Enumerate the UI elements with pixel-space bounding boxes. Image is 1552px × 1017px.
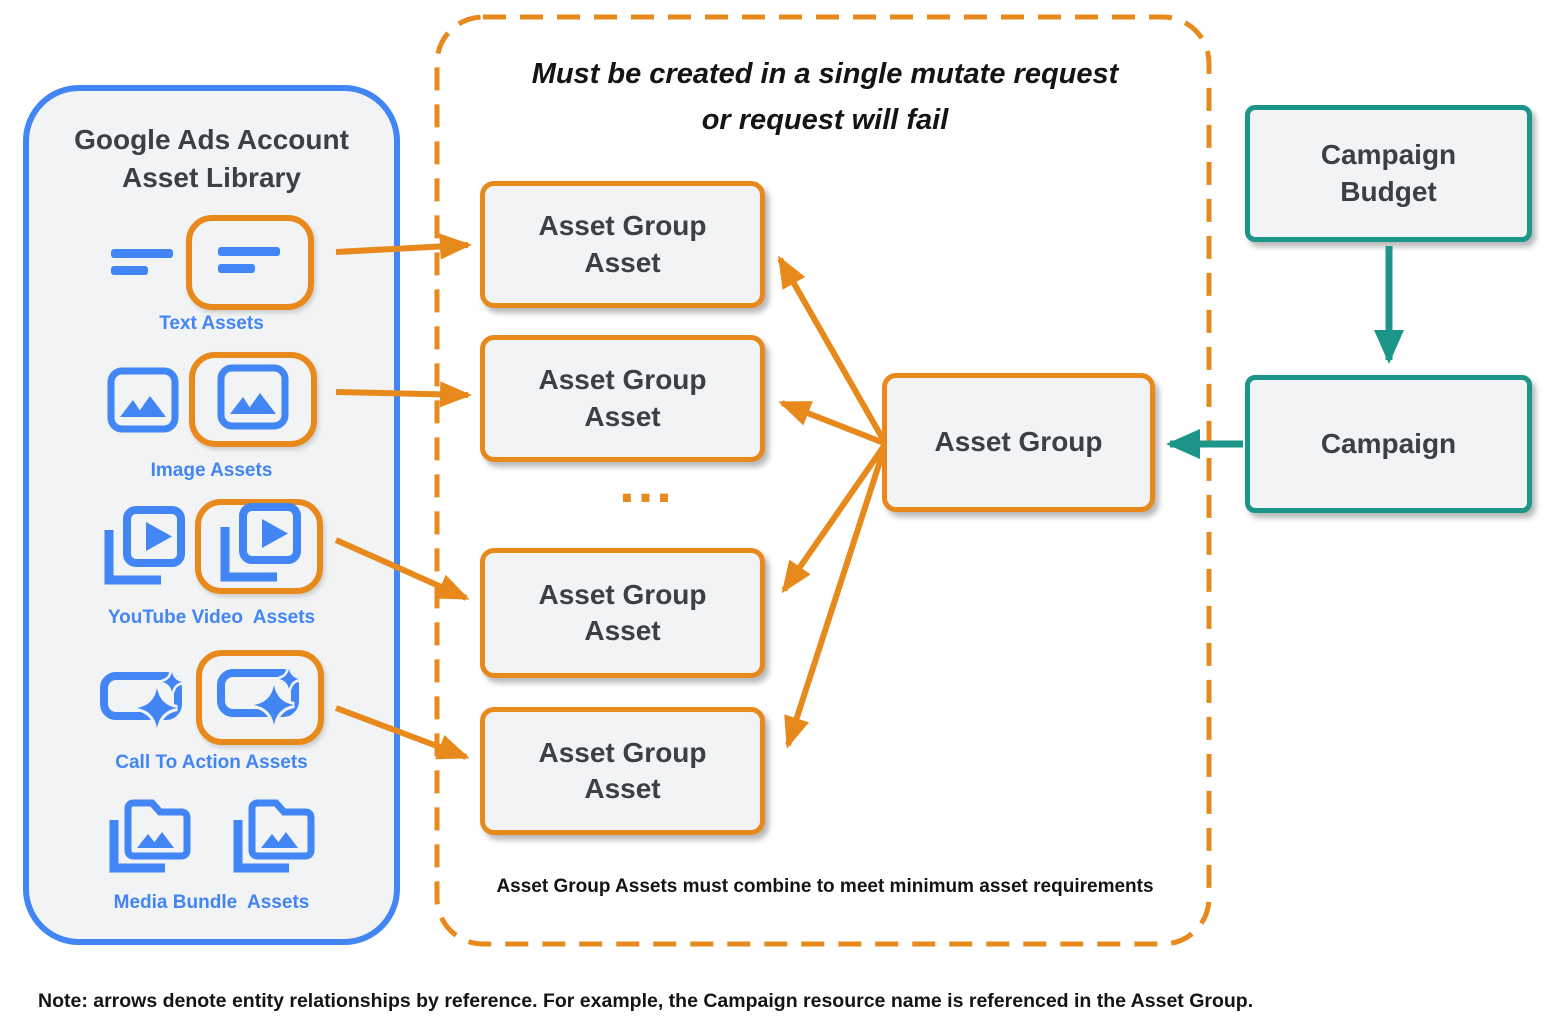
asset-group-asset-label: Asset Group [538,736,707,768]
image-assets-highlight-box [188,352,317,447]
mutate-request-title: Must be created in a single mutate reque… [445,52,1205,144]
campaign-box: Campaign [1245,375,1532,513]
reference-note: Note: arrows denote entity relationships… [38,990,1254,1012]
cta-assets-label: Call To Action Assets [115,752,308,773]
asset-group-asset-label: Asset Group [538,210,707,242]
more-assets-ellipsis: ... [619,451,675,514]
arrow-assetgroup-box2 [778,400,886,446]
youtube-assets-label: YouTube Video Assets [107,607,316,628]
image-icon [217,364,289,435]
asset-group-asset-box-1: Asset Group Asset [480,181,765,308]
media-bundle-icon [231,798,317,874]
arrow-assetgroup-box3 [781,444,887,594]
asset-group-asset-label: Asset Group [538,364,707,396]
text-assets-label: Text Assets [159,313,264,334]
campaign-budget-label: Budget [1340,175,1437,207]
asset-group-label: Asset Group [934,426,1103,458]
text-lines-icon [217,246,283,279]
mutate-request-title-line2: or request will fail [701,103,949,136]
campaign-label: Campaign [1320,427,1457,459]
asset-group-box: Asset Group [882,373,1155,512]
text-assets-row [29,214,394,310]
campaign-budget-box: Campaign Budget [1245,105,1532,242]
arrow-assetgroup-box1 [777,255,887,443]
mutate-request-title-line1: Must be created in a single mutate reque… [531,58,1119,90]
text-assets-highlight-box [185,214,314,310]
asset-group-asset-label: Asset [584,400,661,432]
asset-group-asset-box-4: Asset Group Asset [480,707,765,835]
call-to-action-icon [99,666,186,730]
asset-group-asset-box-2: Asset Group Asset [480,335,765,462]
asset-group-asset-label: Asset Group [538,578,707,610]
asset-group-asset-label: Asset [584,773,661,804]
asset-group-asset-label: Asset [584,246,661,278]
cta-assets-row [29,649,394,746]
media-bundle-label: Media Bundle Assets [113,892,310,913]
asset-library-panel: Google Ads Account Asset Library Text As… [23,85,400,945]
image-assets-row [29,351,394,448]
text-lines-icon [110,248,176,276]
asset-group-asset-box-3: Asset Group Asset [480,548,765,678]
asset-group-asset-label: Asset [584,615,661,646]
youtube-video-icon [217,503,301,590]
campaign-budget-label: Campaign [1320,139,1457,171]
youtube-video-icon [101,505,185,588]
call-to-action-icon [216,663,303,732]
minimum-requirements-caption: Asset Group Assets must combine to meet … [496,876,1154,897]
asset-library-title: Google Ads Account Asset Library [74,124,349,193]
media-bundle-icon [107,798,193,874]
arrow-assetgroup-box4 [784,448,887,749]
image-assets-label: Image Assets [150,460,273,481]
media-bundle-row [29,796,394,876]
youtube-assets-row [29,499,394,594]
cta-assets-highlight-box [195,650,324,745]
youtube-assets-highlight-box [194,499,323,594]
image-icon [107,367,179,433]
